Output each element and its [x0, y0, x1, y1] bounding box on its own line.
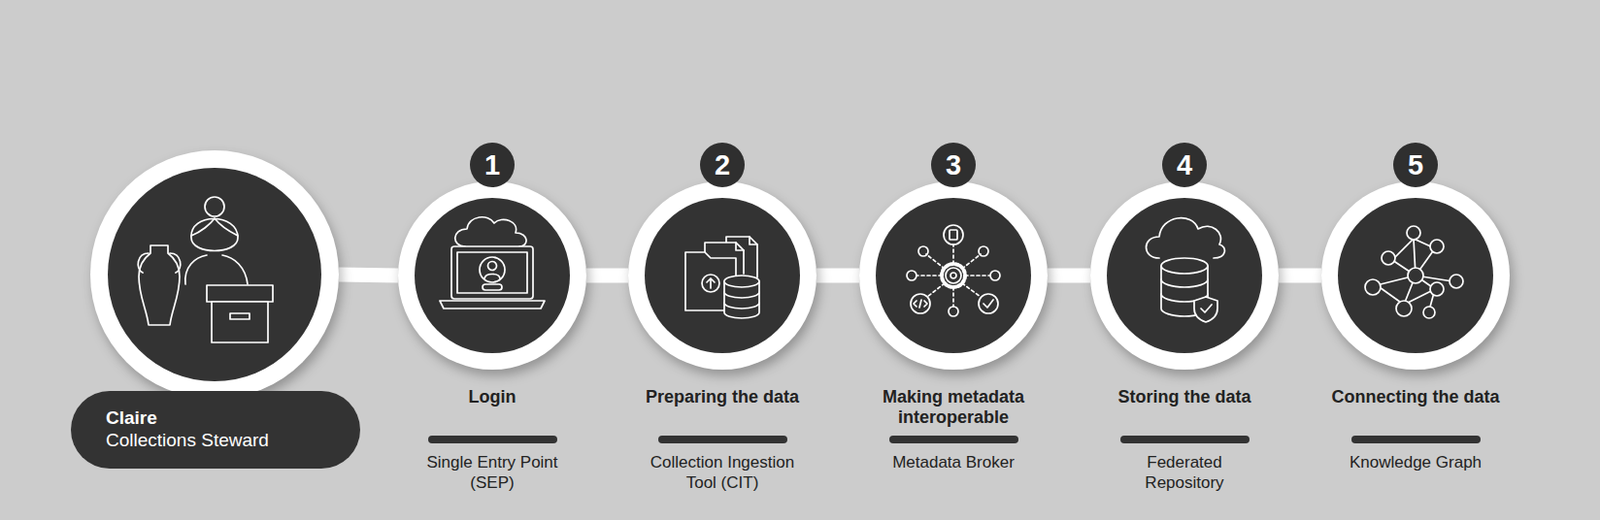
- step-title: Connecting the data: [1311, 387, 1520, 408]
- divider-bar: [1351, 435, 1481, 444]
- connector-band: [338, 274, 399, 276]
- step-number: 2: [700, 142, 745, 188]
- connector-band: [1047, 268, 1091, 284]
- tool-name: Knowledge Graph: [1342, 452, 1489, 473]
- divider-bar: [1120, 435, 1250, 444]
- step-node: 1LoginSingle Entry Point (SEP): [398, 181, 587, 370]
- outer-ring: [859, 181, 1048, 370]
- node-outline: [1321, 181, 1510, 370]
- outer-ring: [90, 150, 339, 400]
- node-outline: [859, 181, 1048, 370]
- step-number: 1: [469, 142, 515, 188]
- node-outline: [90, 150, 339, 400]
- divider-bar: [428, 435, 558, 444]
- outer-ring: [1090, 181, 1279, 370]
- outer-ring: [628, 181, 817, 370]
- tool-name: Single Entry Point (SEP): [419, 452, 566, 494]
- inner-disc: [644, 198, 800, 354]
- divider-bar: [658, 435, 788, 444]
- name-pill: ClaireCollections Steward: [70, 391, 361, 469]
- connector-band: [1278, 268, 1322, 284]
- step-title: Login: [388, 387, 597, 408]
- persona-name: Claire: [105, 406, 341, 430]
- step-node: 2Preparing the dataCollection Ingestion …: [628, 181, 817, 370]
- outer-ring: [1321, 181, 1510, 370]
- connector-band: [586, 268, 629, 284]
- persona-role: Collections Steward: [105, 429, 341, 452]
- tool-name: Metadata Broker: [880, 452, 1027, 473]
- step-node: 5Connecting the dataKnowledge Graph: [1321, 181, 1510, 370]
- inner-disc: [875, 198, 1032, 354]
- tool-name: Collection Ingestion Tool (CIT): [649, 452, 796, 494]
- inner-disc: [1337, 198, 1494, 354]
- step-title: Preparing the data: [618, 387, 827, 408]
- step-node: 4Storing the dataFederated Repository: [1090, 181, 1279, 370]
- node-outline: [1090, 181, 1279, 370]
- persona-node: ClaireCollections Steward: [90, 150, 339, 400]
- connector-band: [816, 268, 860, 284]
- inner-disc: [1106, 198, 1263, 354]
- step-number: 5: [1393, 142, 1438, 188]
- outer-ring: [398, 181, 587, 370]
- inner-disc: [107, 167, 322, 382]
- step-number: 3: [931, 142, 976, 188]
- tool-name: Federated Repository: [1111, 452, 1258, 494]
- step-node: 3Making metadata interoperableMetadata B…: [859, 181, 1048, 370]
- inner-disc: [414, 198, 570, 354]
- node-outline: [398, 181, 587, 370]
- step-number: 4: [1162, 142, 1207, 188]
- node-outline: [628, 181, 817, 370]
- step-title: Storing the data: [1080, 387, 1289, 408]
- divider-bar: [889, 435, 1019, 444]
- step-title: Making metadata interoperable: [849, 387, 1058, 429]
